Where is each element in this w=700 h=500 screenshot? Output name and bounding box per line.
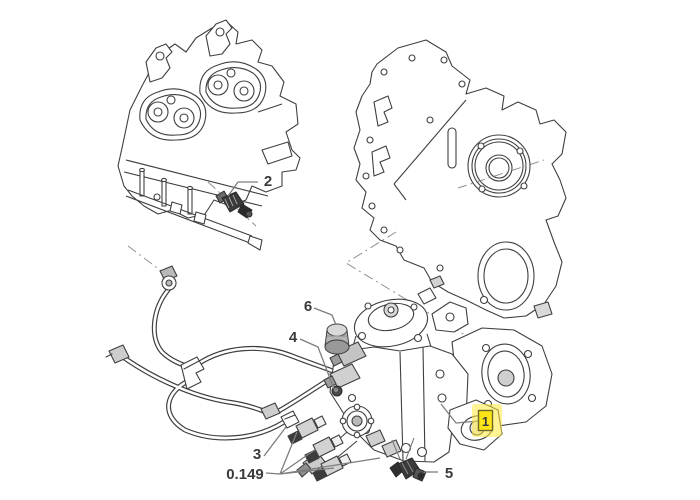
callout-2[interactable]: 2 [264,173,272,190]
callout-ref-0149[interactable]: 0.149 [226,466,264,483]
leader-lines [227,181,479,475]
cap-part-6 [324,323,350,355]
callout-5[interactable]: 5 [445,465,453,482]
sensor-part-5 [389,457,427,482]
callout-1-highlight[interactable]: 1 [472,404,502,437]
callout-1[interactable]: 1 [482,414,489,429]
callout-6[interactable]: 6 [304,298,312,315]
sensor-part-2 [215,190,253,219]
callout-3[interactable]: 3 [253,446,261,463]
engine-block-drawing [353,39,567,319]
cylinder-head-drawing [117,19,301,251]
fuel-hoses-drawing [105,265,355,441]
callouts: 2 6 4 3 0.149 5 1 [226,173,502,483]
callout-4[interactable]: 4 [289,329,298,346]
highlight-box [477,409,494,432]
